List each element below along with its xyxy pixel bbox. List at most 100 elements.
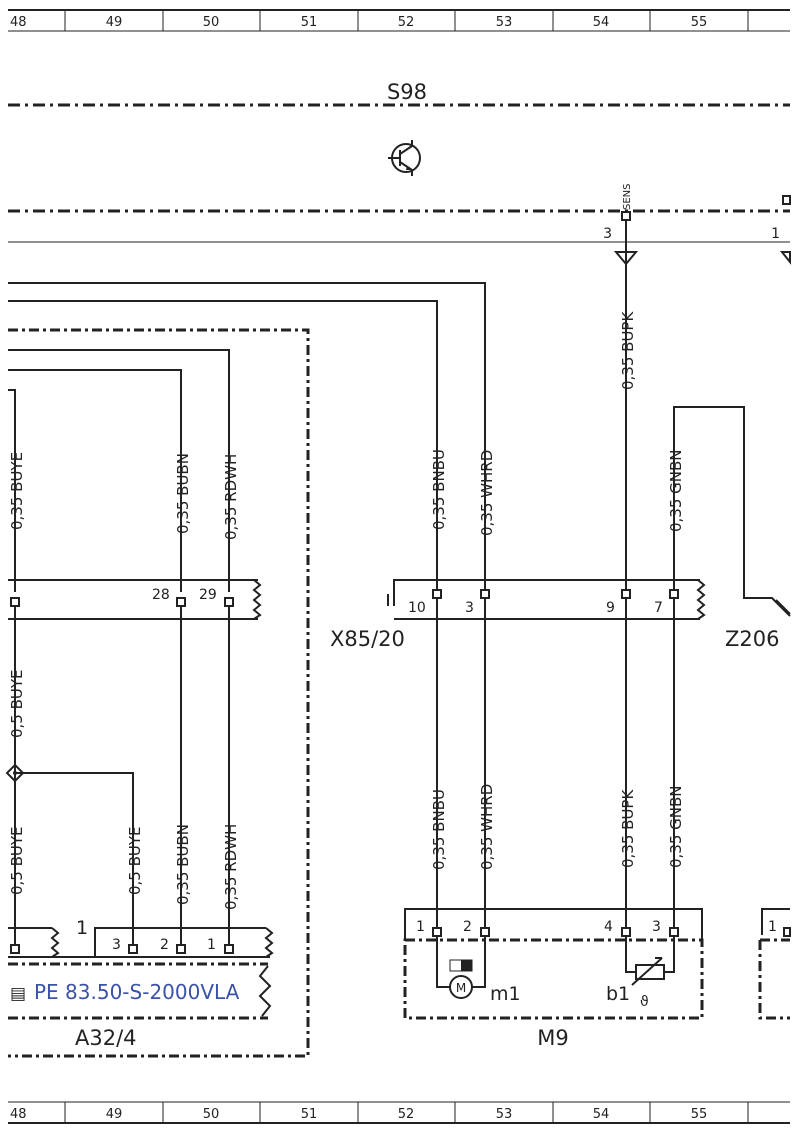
ruler-col-54: 54 <box>593 1107 610 1122</box>
pin-buye-upper <box>10 597 20 607</box>
wire-buye-branch <box>15 772 134 945</box>
wire-label: 0,35 BUBN <box>174 824 192 905</box>
a32-pin-3 <box>128 944 138 954</box>
x85-20-label: X85/20 <box>330 627 405 651</box>
s98-sens-label: SENS <box>622 184 633 211</box>
lower-wires <box>5 598 675 945</box>
m9-label: M9 <box>537 1026 568 1050</box>
wire-label: 0,35 RDWH <box>222 824 240 910</box>
m9-pin-4 <box>621 927 631 937</box>
wire-bubn-route <box>8 369 182 592</box>
x85-20-connector: 10 3 9 7 <box>387 579 706 620</box>
wire-whrd-route <box>8 282 486 592</box>
wire-label: 0,35 BUYE <box>8 452 26 530</box>
ruler-col-51: 51 <box>301 15 318 30</box>
thermistor-icon <box>635 964 665 980</box>
transistor-icon <box>388 140 421 176</box>
wire-label: 0,35 BUPK <box>619 311 637 390</box>
ruler-col-55: 55 <box>691 15 708 30</box>
a32-4-label: A32/4 <box>75 1026 137 1050</box>
top-routing <box>8 282 486 592</box>
ruler-col-50: 50 <box>203 1107 220 1122</box>
x85-pin-3 <box>480 589 490 599</box>
z206-label: Z206 <box>725 627 779 651</box>
ruler-col-51: 51 <box>301 1107 318 1122</box>
m9-component: 1 2 4 3 M m1 ϑ b1 <box>403 908 704 1020</box>
right-edge-component: 1 <box>758 908 791 1020</box>
x85-pin-10-label: 10 <box>408 600 426 616</box>
wire-right-edge <box>779 251 791 265</box>
a32-pin-1 <box>224 944 234 954</box>
right-pin-1-label: 1 <box>768 919 777 935</box>
ruler-col-50: 50 <box>203 15 220 30</box>
a32-4-connector: 1 3 2 1 ▤ PE 83.50-S-2000VLA <box>8 917 274 1020</box>
a32-pin-left <box>10 944 20 954</box>
wire-rdwh-route <box>8 349 230 592</box>
a32-pin-2 <box>176 944 186 954</box>
wire-label: 0,35 GNBN <box>667 449 685 532</box>
x85-pin-3-label: 3 <box>465 600 474 616</box>
a32-top-pin-label: 1 <box>76 917 88 939</box>
m9-pin-4-label: 4 <box>604 919 613 935</box>
wire-label: 0,35 BNBU <box>430 789 448 870</box>
ruler-col-52: 52 <box>398 1107 415 1122</box>
x85-pin-7 <box>669 589 679 599</box>
m9-pin-3-label: 3 <box>652 919 661 935</box>
m9-pin-2-label: 2 <box>463 919 472 935</box>
wire-label: 0,35 RDWH <box>222 454 240 540</box>
m9-pin-2 <box>480 927 490 937</box>
x85-pin-10 <box>432 589 442 599</box>
pin-29 <box>224 597 234 607</box>
a32-pin-3-label: 3 <box>112 937 121 953</box>
x85-pin-9-label: 9 <box>606 600 615 616</box>
wire-label: 0,35 BUPK <box>619 789 637 868</box>
wire-gnbn <box>673 406 791 617</box>
ruler-col-48: 48 <box>10 1107 27 1122</box>
top-ruler: 48 49 50 51 52 53 54 55 <box>8 9 790 32</box>
s98-component: S98 SENS 3 1 <box>8 80 791 243</box>
wire-bupk <box>613 220 639 592</box>
wire-label: 0,35 BNBU <box>430 449 448 530</box>
ruler-col-52: 52 <box>398 15 415 30</box>
a32-pin-1-label: 1 <box>207 937 216 953</box>
temperature-icon: ϑ <box>640 994 649 1010</box>
s98-pin-1-label: 1 <box>771 226 780 242</box>
wire-label: 0,35 WHRD <box>478 450 496 536</box>
x85-pin-9 <box>621 589 631 599</box>
ruler-col-49: 49 <box>106 1107 123 1122</box>
a32-pin-2-label: 2 <box>160 937 169 953</box>
s98-pin-3-label: 3 <box>603 226 612 242</box>
m9-pin-1-label: 1 <box>416 919 425 935</box>
wire-label: 0,35 WHRD <box>478 784 496 870</box>
pin-28-label: 28 <box>152 587 170 603</box>
splice-icon <box>5 763 25 783</box>
wire-bnbu-route <box>8 300 438 592</box>
wire-label: 0,5 BUYE <box>8 669 26 738</box>
pin-29-label: 29 <box>199 587 217 603</box>
m9-b1-label: b1 <box>606 983 630 1005</box>
m9-m1-label: m1 <box>490 983 521 1005</box>
wire-labels: 0,35 BUYE 0,35 BUBN 0,35 RDWH 0,35 BNBU … <box>8 311 685 910</box>
bottom-ruler: 48 49 50 51 52 53 54 55 <box>8 1101 790 1124</box>
a32-part-number[interactable]: PE 83.50-S-2000VLA <box>34 980 240 1004</box>
wire-label: 0,35 GNBN <box>667 785 685 868</box>
motor-icon <box>449 975 473 999</box>
ruler-col-48: 48 <box>10 15 27 30</box>
wire-label: 0,35 BUBN <box>174 453 192 534</box>
motor-symbol: M <box>456 981 466 995</box>
wire-buye-route <box>8 389 16 592</box>
s98-pin-right <box>782 195 791 205</box>
s98-label: S98 <box>387 80 427 104</box>
x85-pin-7-label: 7 <box>654 600 663 616</box>
m9-pin-1 <box>432 927 442 937</box>
ruler-col-55: 55 <box>691 1107 708 1122</box>
s98-pin-sens <box>621 211 631 221</box>
ruler-col-54: 54 <box>593 15 610 30</box>
left-connector-strip: 28 29 <box>8 579 262 620</box>
ruler-col-49: 49 <box>106 15 123 30</box>
ruler-col-53: 53 <box>496 15 513 30</box>
a32-4-boundary <box>8 328 310 1058</box>
ruler-col-53: 53 <box>496 1107 513 1122</box>
